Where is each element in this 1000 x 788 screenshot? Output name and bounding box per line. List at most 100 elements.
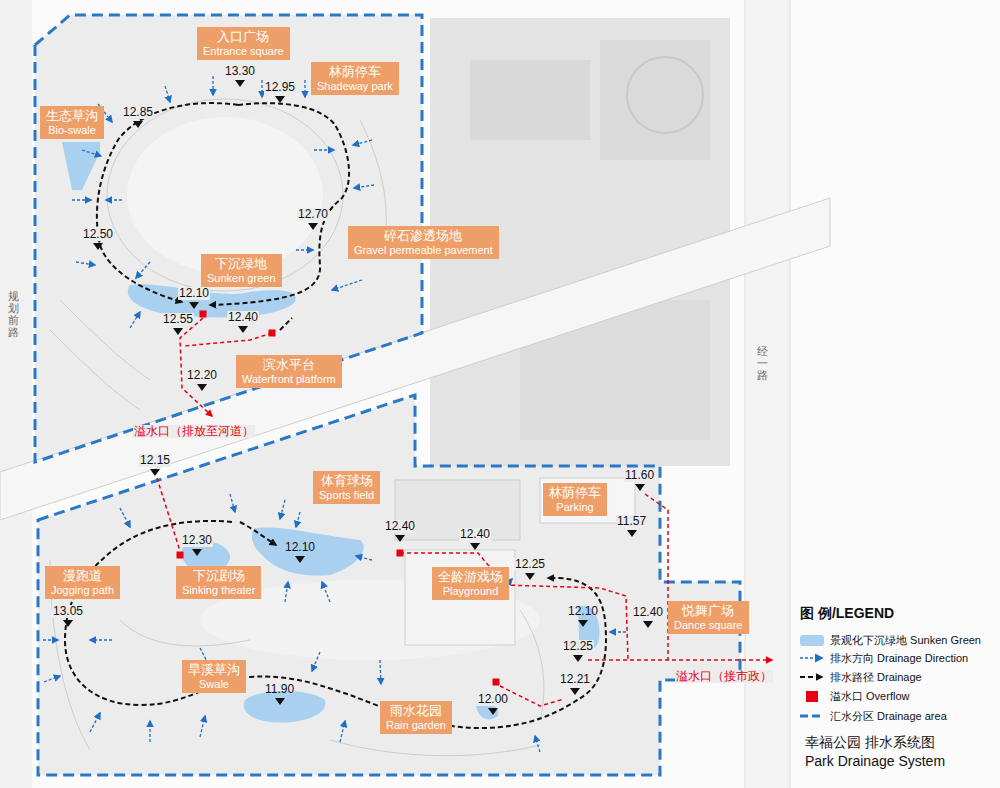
label-zh: 雨水花园	[386, 703, 446, 719]
label-zh: 体育球场	[319, 473, 374, 489]
elevation-marker	[189, 302, 199, 309]
label-zh: 滨水平台	[242, 357, 336, 373]
elevation-marker	[238, 326, 248, 333]
elevation-marker	[275, 96, 285, 103]
label-en: Bio-swale	[46, 124, 98, 137]
label-en: Sunken green	[207, 272, 276, 285]
park-ground	[35, 15, 740, 775]
label-box: 雨水花园Rain garden	[380, 701, 452, 734]
elevation-label: 12.21	[559, 673, 591, 686]
elevation-marker	[308, 223, 318, 230]
legend-text: 景观化下沉绿地 Sunken Green	[830, 634, 981, 646]
elevation-label: 13.05	[52, 605, 84, 618]
elevation-label: 12.25	[562, 640, 594, 653]
elevation-label: 12.15	[139, 454, 171, 467]
drainage-path	[65, 103, 606, 728]
elevation-label: 11.60	[624, 469, 655, 482]
elevation-marker	[643, 621, 653, 628]
label-zh: 悦舞广场	[674, 603, 743, 619]
label-box: 林荫停车Shadeway park	[311, 62, 399, 95]
label-box: 滨水平台Waterfront platform	[236, 355, 342, 388]
label-zh: 全龄游戏场	[438, 569, 503, 585]
label-en: Swale	[188, 678, 240, 691]
elevation-marker	[150, 469, 160, 476]
elevation-label: 12.85	[122, 106, 154, 119]
elevation-marker	[395, 535, 405, 542]
elevation-label: 12.95	[264, 81, 296, 94]
legend-text: 汇水分区 Drainage area	[830, 710, 947, 722]
elevation-label: 12.10	[284, 541, 316, 554]
overflow-note: 溢水口（接市政）	[675, 670, 773, 683]
label-box: 漫跑道Jogging path	[45, 566, 120, 599]
legend-sample-line	[800, 657, 822, 659]
overflow-route	[157, 318, 772, 706]
elevation-label: 12.10	[178, 287, 210, 300]
label-box: 下沉绿地Sunken green	[201, 254, 282, 287]
label-zh: 下沉剧场	[182, 568, 255, 584]
elevation-marker	[235, 80, 245, 87]
label-box: 全龄游戏场Playground	[432, 567, 509, 600]
elevation-marker	[578, 620, 588, 627]
legend-swatch	[806, 691, 818, 702]
label-box: 生态草沟Bio-swale	[40, 106, 104, 139]
label-en: Shadeway park	[317, 80, 393, 93]
elevation-marker	[570, 688, 580, 695]
label-en: Waterfront platform	[242, 373, 336, 386]
legend-text: 排水路径 Drainage	[830, 671, 922, 683]
elevation-marker	[525, 573, 535, 580]
label-en: Sports field	[319, 489, 374, 502]
road-name: 规划前路	[8, 290, 19, 338]
elevation-marker	[275, 698, 285, 705]
label-box: 体育球场Sports field	[313, 471, 380, 504]
elevation-label: 12.40	[384, 520, 416, 533]
elevation-marker	[197, 384, 207, 391]
elevation-marker	[63, 620, 73, 627]
elevation-label: 12.50	[82, 228, 114, 241]
overflow-marker	[177, 311, 500, 686]
elevation-marker	[93, 243, 103, 250]
elevation-label: 12.20	[186, 369, 218, 382]
elevation-marker	[173, 328, 183, 335]
elevation-label: 12.40	[227, 311, 259, 324]
label-box: 下沉剧场Sinking theater	[176, 566, 261, 599]
elevation-label: 13.30	[224, 65, 256, 78]
road-band	[0, 198, 830, 520]
legend-sample-line	[800, 715, 824, 718]
elevation-label: 12.10	[567, 605, 599, 618]
elevation-label: 12.40	[632, 606, 664, 619]
label-box: 旱溪草沟Swale	[182, 660, 246, 693]
label-zh: 林荫停车	[549, 485, 601, 501]
label-box: 碎石渗透场地Gravel permeable pavement	[348, 226, 499, 259]
elevation-marker	[133, 121, 143, 128]
legend-sample-line	[800, 676, 822, 678]
elevation-label: 11.57	[616, 515, 647, 528]
elevation-marker	[295, 556, 305, 563]
elevation-marker	[635, 484, 645, 491]
elevation-marker	[470, 543, 480, 550]
label-box: 林荫停车Parking	[543, 483, 607, 516]
drainage-area-outline	[35, 15, 740, 775]
label-box: 入口广场Entrance square	[197, 27, 290, 60]
elevation-label: 11.90	[264, 683, 295, 696]
label-en: Jogging path	[51, 584, 114, 597]
sunken-green-ponds	[62, 142, 599, 723]
legend-text: 溢水口 Overflow	[830, 690, 909, 702]
label-zh: 碎石渗透场地	[354, 228, 493, 244]
elevation-marker	[488, 708, 498, 715]
elevation-marker	[573, 655, 583, 662]
label-zh: 漫跑道	[51, 568, 114, 584]
terrain-contours	[50, 99, 544, 756]
label-zh: 林荫停车	[317, 64, 393, 80]
label-box: 悦舞广场Dance square	[668, 601, 749, 634]
label-zh: 旱溪草沟	[188, 662, 240, 678]
elevation-label: 12.55	[162, 313, 194, 326]
legend-heading: 图 例/LEGEND	[800, 606, 894, 621]
subtitle: Park Drainage System	[805, 754, 945, 769]
legend-text: 排水方向 Drainage Direction	[830, 652, 968, 664]
overflow-note: 溢水口（排放至河道）	[133, 425, 255, 438]
diagram-title: 幸福公园 排水系统图	[805, 735, 935, 750]
elevation-label: 12.70	[297, 208, 329, 221]
elevation-label: 12.25	[514, 558, 546, 571]
